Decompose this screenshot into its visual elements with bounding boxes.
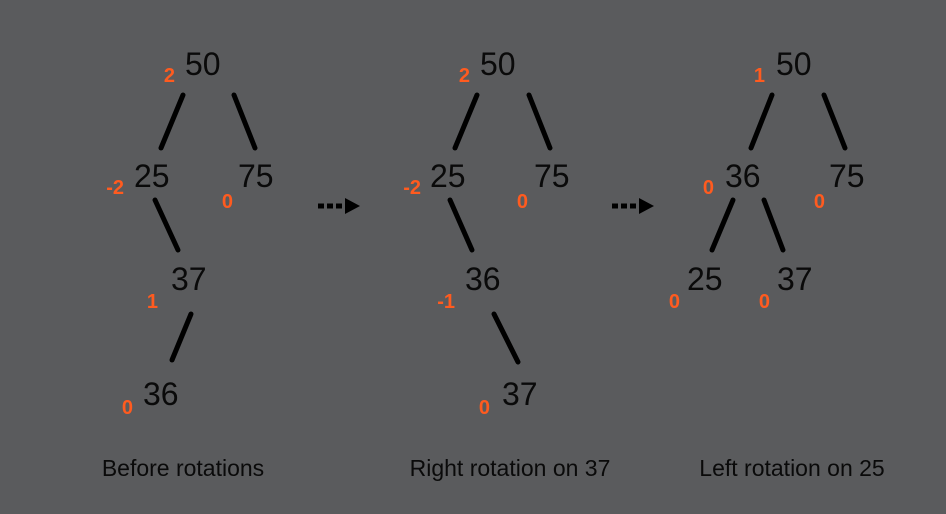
caption-right-rotation: Right rotation on 37 <box>409 455 611 481</box>
balance-factor-a25: -2 <box>106 177 124 199</box>
balance-factor-c25: 0 <box>669 291 680 313</box>
edge-b50-b25 <box>452 92 480 151</box>
edge-c50-c36 <box>748 92 775 151</box>
node-c25: 25 <box>687 261 723 297</box>
node-b50: 50 <box>480 46 516 82</box>
balance-factor-b25: -2 <box>403 177 421 199</box>
node-a37: 37 <box>171 261 207 297</box>
caption-left-rotation: Left rotation on 25 <box>699 455 885 481</box>
balance-factor-a75: 0 <box>222 191 233 213</box>
caption-before-rotations: Before rotations <box>101 455 265 481</box>
balance-factor-c50: 1 <box>754 65 765 87</box>
edge-b50-b75 <box>526 92 553 151</box>
node-a25: 25 <box>134 158 170 194</box>
balance-factor-a50: 2 <box>164 65 175 87</box>
node-b25: 25 <box>430 158 466 194</box>
dotted-arrow-right-icon <box>318 198 360 214</box>
node-a75: 75 <box>238 158 274 194</box>
balance-factor-b75: 0 <box>517 191 528 213</box>
balance-factor-a37: 1 <box>147 291 158 313</box>
transition-arrows <box>318 198 654 214</box>
edge-a50-a75 <box>231 92 258 151</box>
balance-factor-c37: 0 <box>759 291 770 313</box>
balance-factor-a36: 0 <box>122 397 133 419</box>
node-a36: 36 <box>143 376 179 412</box>
dotted-arrow-right-icon <box>612 198 654 214</box>
balance-factor-c75: 0 <box>814 191 825 213</box>
edge-c36-c37 <box>761 197 786 253</box>
balance-factor-b50: 2 <box>459 65 470 87</box>
node-b75: 75 <box>534 158 570 194</box>
balance-factor-c36: 0 <box>703 177 714 199</box>
node-c37: 37 <box>777 261 813 297</box>
balance-factor-b36: -1 <box>437 291 455 313</box>
edge-b36-b37 <box>491 311 521 365</box>
node-a50: 50 <box>185 46 221 82</box>
tree-edges <box>152 92 848 365</box>
edge-c36-c25 <box>709 197 736 253</box>
edge-c50-c75 <box>821 92 848 151</box>
node-c36: 36 <box>725 158 761 194</box>
balance-factor-b37: 0 <box>479 397 490 419</box>
edge-a25-a37 <box>152 197 181 253</box>
node-c75: 75 <box>829 158 865 194</box>
node-b36: 36 <box>465 261 501 297</box>
edge-a50-a25 <box>158 92 186 151</box>
edge-b25-b36 <box>447 197 475 253</box>
edge-a37-a36 <box>169 311 194 363</box>
node-b37: 37 <box>502 376 538 412</box>
node-c50: 50 <box>776 46 812 82</box>
